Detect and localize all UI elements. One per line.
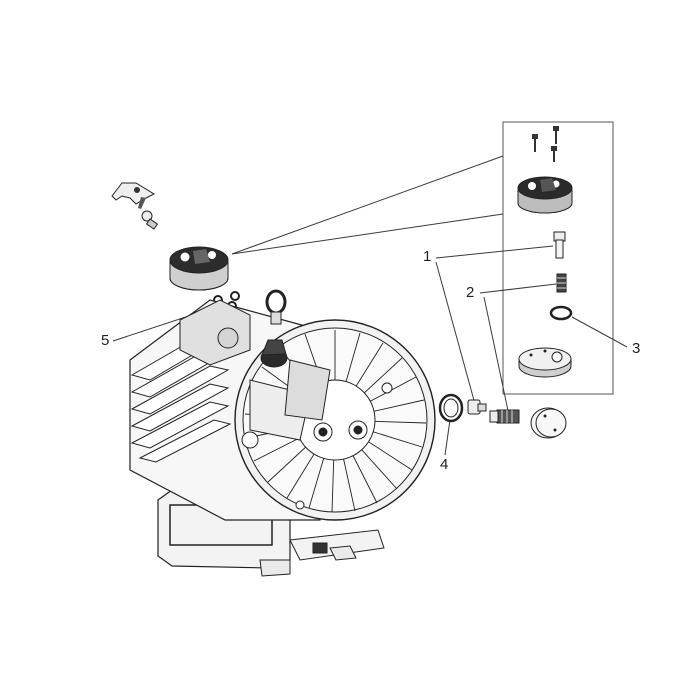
- end-cap-icon: [530, 407, 567, 439]
- seal-ring-icon: [438, 393, 464, 423]
- callout-5: 5: [101, 332, 110, 349]
- inset-spring-icon: [556, 273, 567, 293]
- callout-1: 1: [423, 248, 432, 265]
- inset-valve-cap-icon: [518, 347, 572, 378]
- callout-3: 3: [632, 340, 641, 357]
- top-left-screw-icon: [141, 210, 159, 230]
- top-left-bracket-icon: [111, 182, 156, 209]
- cover-bolts: [241, 382, 393, 510]
- spring-icon: [489, 409, 520, 424]
- fitting-icon: [467, 399, 487, 415]
- inset-valve-housing-icon: [517, 176, 573, 214]
- inset-screws: [532, 126, 559, 162]
- callout-leaders: [112, 245, 628, 456]
- callout-4: 4: [440, 456, 449, 473]
- callout-2: 2: [466, 284, 475, 301]
- valve-housing-icon: [169, 246, 229, 291]
- lifting-eye-icon: [265, 289, 287, 325]
- inset-pin-icon: [553, 231, 566, 259]
- inset-o-ring-icon: [549, 305, 573, 321]
- detail-inset: [231, 121, 614, 395]
- mounted-valve-cap-icon: [260, 339, 288, 368]
- pump-body: [129, 289, 436, 577]
